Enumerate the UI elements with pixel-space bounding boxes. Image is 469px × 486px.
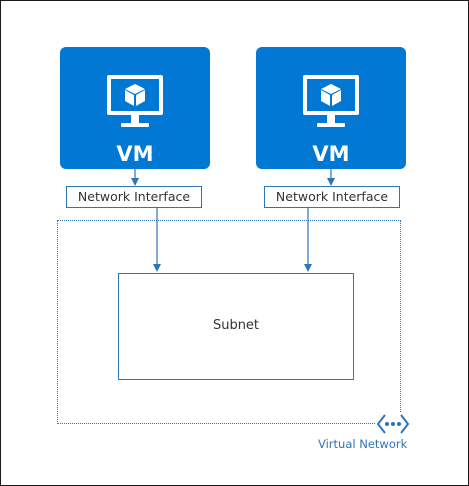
- subnet-label: Subnet: [212, 318, 260, 333]
- network-interface-2: Network Interface: [264, 186, 400, 208]
- vm-label-2: VM: [312, 142, 350, 166]
- network-interface-1: Network Interface: [66, 186, 202, 208]
- virtual-network-boundary: [57, 220, 401, 424]
- monitor-cube-icon: [107, 75, 163, 127]
- vm-label-1: VM: [116, 142, 154, 166]
- virtual-network-icon: [376, 413, 410, 435]
- virtual-network-label: Virtual Network: [318, 437, 408, 451]
- vm-box-2: VM: [256, 47, 406, 169]
- monitor-cube-icon: [303, 75, 359, 127]
- subnet-box: [118, 273, 354, 380]
- vm-box-1: VM: [60, 47, 210, 169]
